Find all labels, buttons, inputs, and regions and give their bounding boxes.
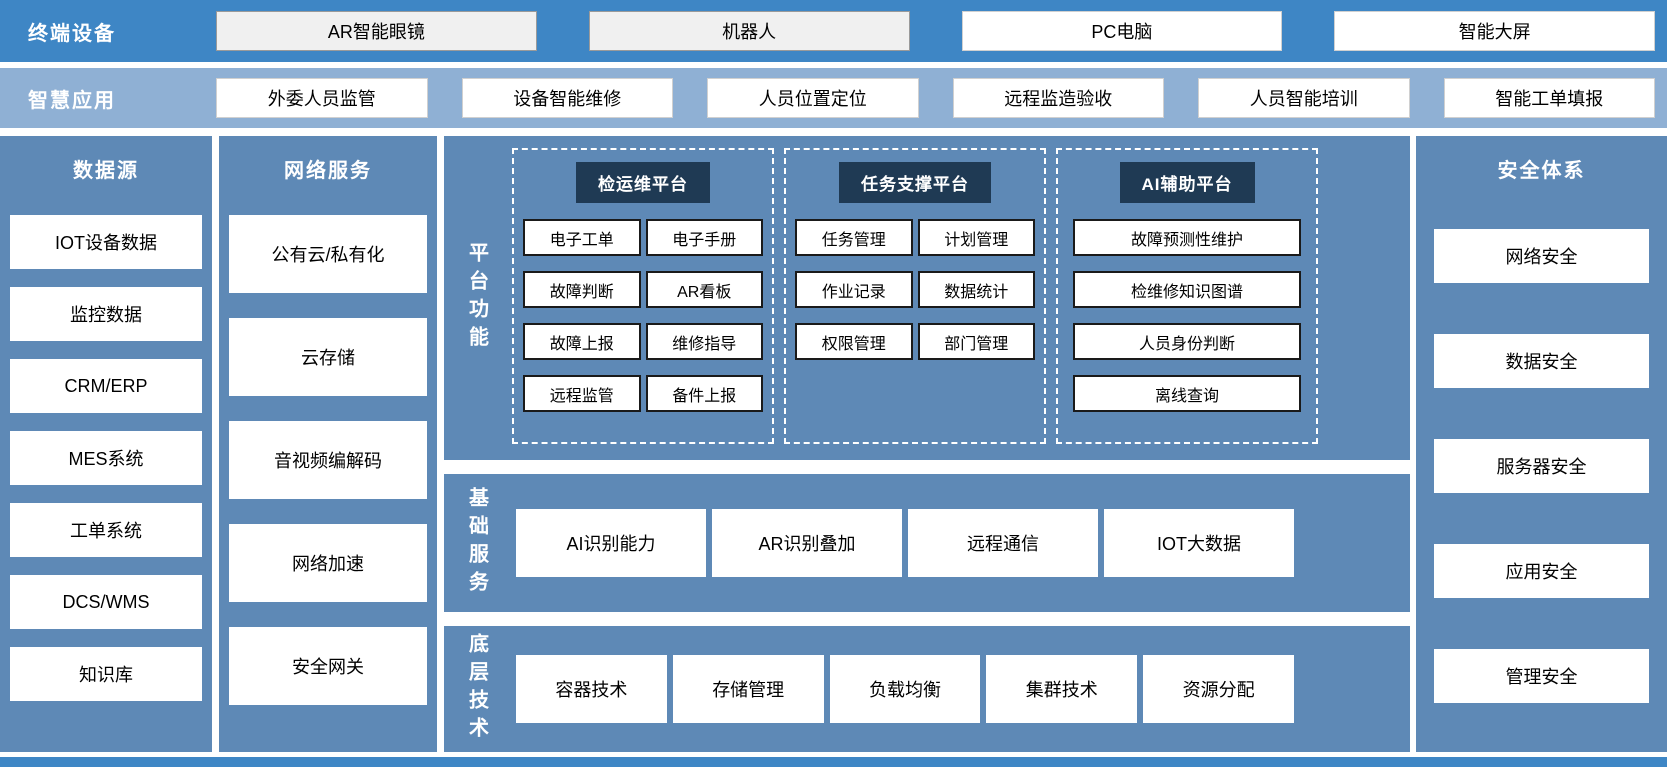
platform-function-box: 维修指导 [645,323,763,360]
network-service-item: 网络加速 [229,524,427,602]
security-item: 应用安全 [1434,544,1649,598]
basic-service-box: IOT大数据 [1104,509,1294,577]
platform-function-box: 离线查询 [1073,375,1301,412]
security-item: 管理安全 [1434,649,1649,703]
smart-apps-list: 外委人员监管设备智能维修人员位置定位远程监造验收人员智能培训智能工单填报 [216,78,1667,118]
data-source-item: MES系统 [10,431,202,485]
platform-function-box: AR看板 [645,271,763,308]
platform-function-box: 计划管理 [917,219,1035,256]
platform-group-task-support: 任务支撑平台 任务管理计划管理作业记录数据统计权限管理部门管理 [784,148,1046,444]
data-source-item: 工单系统 [10,503,202,557]
platform-function-box: 故障预测性维护 [1073,219,1301,256]
platform-group-title: 任务支撑平台 [839,162,991,203]
platform-function-box: 任务管理 [795,219,913,256]
platform-group-title: 检运维平台 [576,162,710,203]
platform-function-box: 故障上报 [523,323,641,360]
platform-function-box: 权限管理 [795,323,913,360]
basic-services-label-column: 基础服务 [444,474,510,612]
platform-function-box: 数据统计 [917,271,1035,308]
data-source-item: DCS/WMS [10,575,202,629]
base-tech-box: 存储管理 [672,655,824,723]
terminal-device-box: 智能大屏 [1334,11,1655,51]
platform-function-box: 电子工单 [523,219,641,256]
data-sources-panel: 数据源 IOT设备数据监控数据 CRM/ERP MES系统工单系统 DCS/WMS 知识… [0,136,212,752]
smart-apps-bar: 智慧应用 外委人员监管设备智能维修人员位置定位远程监造验收人员智能培训智能工单填… [0,68,1667,128]
terminal-device-box: AR智能眼镜 [216,11,537,51]
platform-function-box: 电子手册 [645,219,763,256]
data-source-item: 知识库 [10,647,202,701]
network-service-item: 音视频编解码 [229,421,427,499]
data-source-item: IOT设备数据 [10,215,202,269]
platform-group-grid: 故障预测性维护检维修知识图谱人员身份判断离线查询 [1067,219,1307,412]
platform-function-box: 部门管理 [917,323,1035,360]
platform-function-box: 远程监管 [523,375,641,412]
network-services-panel: 网络服务 公有云/私有化云存储音视频编解码网络加速安全网关 [219,136,437,752]
platform-function-box: 故障判断 [523,271,641,308]
security-list: 网络安全数据安全服务器安全应用安全管理安全 [1416,229,1667,703]
platform-function-box: 检维修知识图谱 [1073,271,1301,308]
base-tech-label: 底层技术 [465,633,488,745]
platform-function-box: 作业记录 [795,271,913,308]
terminal-devices-bar: 终端设备 AR智能眼镜 机器人 PC电脑 智能大屏 [0,0,1667,62]
network-service-item: 安全网关 [229,627,427,705]
data-sources-list: IOT设备数据监控数据 CRM/ERP MES系统工单系统 DCS/WMS 知识库 [0,215,212,701]
basic-service-box: AR识别叠加 [712,509,902,577]
base-tech-box: 集群技术 [986,655,1138,723]
terminal-device-box: 机器人 [588,11,910,51]
smart-app-box: 智能工单填报 [1443,78,1655,118]
platform-functions-label: 平台功能 [465,242,488,354]
network-services-list: 公有云/私有化云存储音视频编解码网络加速安全网关 [219,215,437,705]
terminal-devices-list: AR智能眼镜 机器人 PC电脑 智能大屏 [216,11,1667,51]
basic-service-box: AI识别能力 [516,509,706,577]
smart-app-box: 外委人员监管 [216,78,428,118]
network-service-item: 公有云/私有化 [229,215,427,293]
base-tech-label-column: 底层技术 [444,626,510,752]
data-source-item: CRM/ERP [10,359,202,413]
terminal-device-box: PC电脑 [961,11,1283,51]
smart-app-box: 人员智能培训 [1198,78,1410,118]
base-tech-box: 资源分配 [1143,655,1294,723]
network-service-item: 云存储 [229,318,427,396]
security-item: 数据安全 [1434,334,1649,388]
platform-function-box: 人员身份判断 [1073,323,1301,360]
terminal-devices-label: 终端设备 [28,22,116,45]
security-title: 安全体系 [1497,160,1586,182]
smart-app-box: 人员位置定位 [707,78,919,118]
network-services-title: 网络服务 [284,160,372,182]
security-panel: 安全体系 网络安全数据安全服务器安全应用安全管理安全 [1416,136,1667,752]
basic-services-label: 基础服务 [465,487,488,599]
smart-app-box: 设备智能维修 [461,78,673,118]
base-tech-box: 负载均衡 [829,655,981,723]
base-tech-panel: 底层技术 容器技术存储管理负载均衡集群技术资源分配 [444,626,1410,752]
platform-group-grid: 任务管理计划管理作业记录数据统计权限管理部门管理 [795,219,1035,360]
main-area: 数据源 IOT设备数据监控数据 CRM/ERP MES系统工单系统 DCS/WMS 知识… [0,136,1667,752]
platform-group-ai-assist: AI辅助平台 故障预测性维护检维修知识图谱人员身份判断离线查询 [1056,148,1318,444]
platform-functions-label-column: 平台功能 [444,136,510,460]
smart-apps-label: 智慧应用 [28,89,116,112]
basic-service-box: 远程通信 [908,509,1098,577]
data-sources-title: 数据源 [73,160,139,182]
security-item: 服务器安全 [1434,439,1649,493]
platform-function-box: 备件上报 [645,375,763,412]
bottom-bar [0,757,1667,767]
smart-app-box: 远程监造验收 [952,78,1164,118]
base-tech-box: 容器技术 [516,655,667,723]
base-tech-list: 容器技术存储管理负载均衡集群技术资源分配 [510,626,1410,752]
data-source-item: 监控数据 [10,287,202,341]
platform-group-title: AI辅助平台 [1119,162,1255,203]
security-item: 网络安全 [1434,229,1649,283]
